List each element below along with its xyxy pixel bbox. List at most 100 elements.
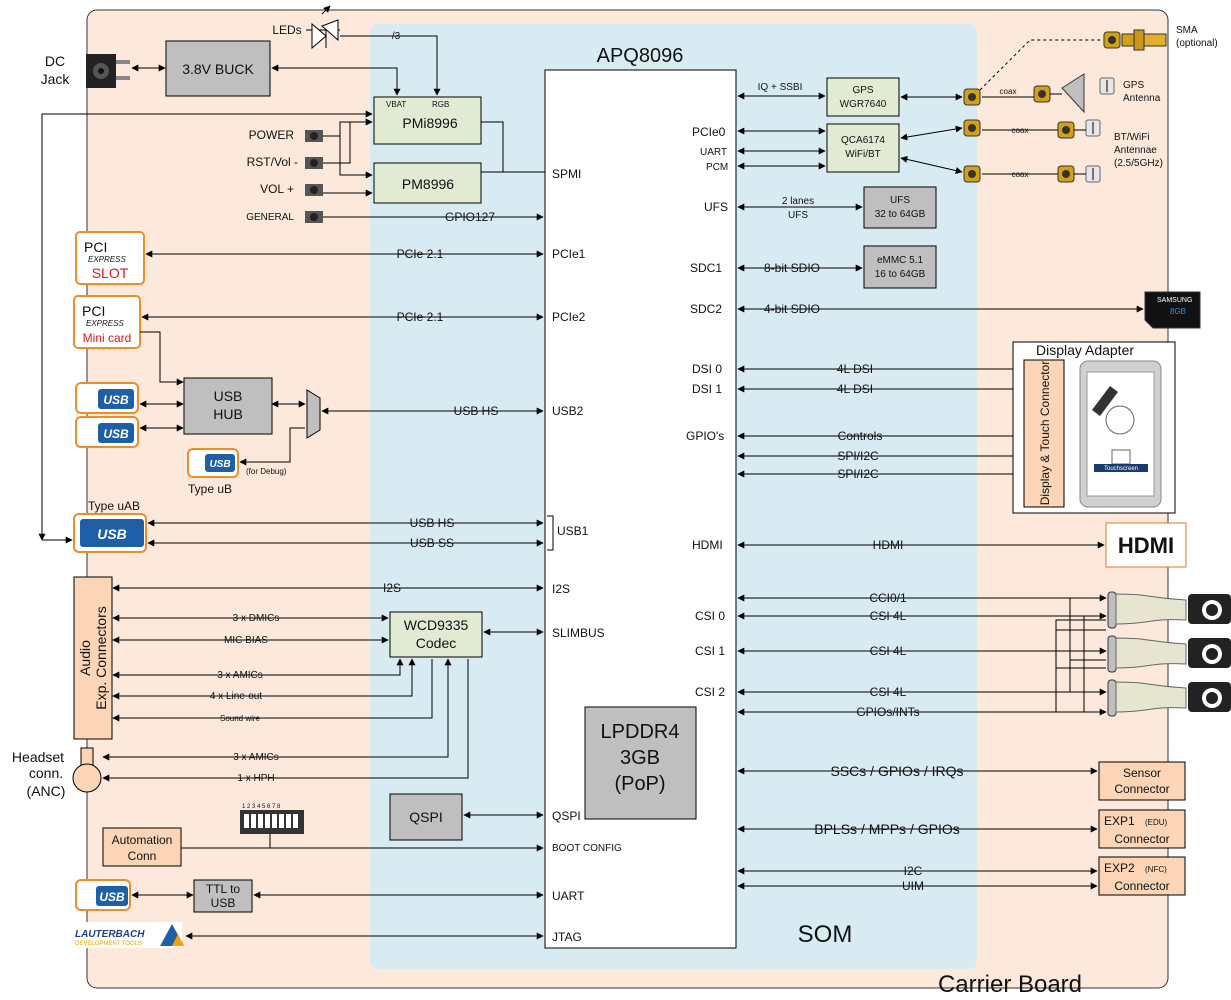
ufs-box [864,187,936,228]
wifi-coax-label-2: coax [1012,170,1029,179]
pcie-minicard-logo: PCI EXPRESS Mini card [74,296,140,348]
gps-coax-connector-2-icon [1034,86,1050,102]
button-power-label: POWER [249,128,295,142]
dip-switch-icon [240,810,304,834]
csi2-port: CSI 2 [695,685,725,699]
cci-label: CCI0/1 [869,591,907,605]
automation-label-2: Conn [128,849,157,863]
svg-text:EXPRESS: EXPRESS [86,319,124,328]
svg-text:SLOT: SLOT [92,265,129,281]
ufs-bus-label-2: UFS [788,210,808,221]
gps-label-1: GPS [852,85,873,96]
spmi-port: SPMI [552,167,581,181]
slimbus-port: SLIMBUS [552,626,605,640]
phone-touchscreen-icon: Touchscreen [1080,361,1161,507]
leds-label: LEDs [272,23,301,37]
dsi1-port: DSI 1 [692,382,722,396]
svg-text:USB: USB [99,890,125,904]
camera-ribbon-connectors [1108,592,1186,716]
dip-numbers: 1 2 3 4 5 6 7 8 [242,804,281,810]
type-ub-label: Type uB [188,482,232,496]
spi-i2c-label-1: SPI/I2C [837,449,879,463]
bt-antenna-label-2: Antennae [1114,145,1157,156]
hph-label: 1 x HPH [237,773,274,784]
pcie0-port: PCIe0 [692,125,726,139]
hdmi-port: HDMI [692,538,723,552]
wifi-label-1: QCA6174 [841,135,885,146]
svg-text:PCI: PCI [82,303,105,319]
apq8096-label: APQ8096 [597,45,684,67]
boot-config-port: BOOT CONFIG [552,843,622,854]
usb-hub-label-1: USB [214,388,243,404]
csi0-port: CSI 0 [695,609,725,623]
audio-connector-label-1: Audio [77,640,93,676]
audio-connector-label-2: Exp. Connectors [93,606,109,710]
bt-antenna-label-1: BT/WiFi [1114,132,1150,143]
ttl-usb-label-1: TTL to [206,882,241,896]
svg-text:USB: USB [103,427,129,441]
button-general-label: GENERAL [246,212,294,223]
exp1-label-1: EXP1 [1104,814,1135,828]
exp2-label-2: Connector [1114,879,1169,893]
button-rst-label: RST/Vol - [247,155,298,169]
button-vol-label: VOL + [260,182,294,196]
pcm-port: PCM [706,162,728,173]
sensor-label-1: Sensor [1123,766,1161,780]
headset-label-3: (ANC) [27,783,66,799]
sdc1-port: SDC1 [690,261,722,275]
gps-label-2: WGR7640 [840,99,887,110]
automation-label-1: Automation [112,833,173,847]
gpios-ints-label: GPIOs/INTs [856,705,919,719]
pmi8996-label: PMi8996 [402,115,457,131]
gps-antenna-icon [1100,78,1114,94]
codec-label-2: Codec [416,635,456,651]
usb-uart-logo: USB [76,880,130,910]
headset-label-2: conn. [29,765,63,781]
svg-text:USB: USB [103,393,129,407]
svg-text:8GB: 8GB [1170,307,1186,316]
pmi-rgb: RGB [432,100,449,109]
usb1-ss-label: USB SS [410,536,454,550]
i2s-bus-label: I2S [383,581,401,595]
uart-wifi-port: UART [700,147,727,158]
lpddr4-label-1: LPDDR4 [601,721,680,743]
hdmi-logo: HDMI [1106,523,1186,567]
qspi-box-label: QSPI [409,809,442,825]
camera-icon-1 [1188,594,1231,624]
csi0-bus-label: CSI 4L [870,609,907,623]
sma-label-2: (optional) [1176,38,1218,49]
iq-ssbi-label: IQ + SSBI [758,82,803,93]
uart-port: UART [552,889,585,903]
amics-a-label: 3 x AMICs [217,670,263,681]
line-out-label: 4 x Line-out [210,691,262,702]
led-bus-label: /3 [392,31,401,42]
dsi0-port: DSI 0 [692,362,722,376]
lpddr4-label-3: (PoP) [614,773,665,795]
hdmi-bus-label: HDMI [873,538,904,552]
usb-uab-logo: USB [74,514,146,552]
svg-text:Mini card: Mini card [83,331,132,345]
gps-antenna-label-1: GPS [1123,80,1144,91]
dc-jack-label-1: DC [45,53,65,69]
svg-text:USB: USB [209,459,230,470]
i2c-bus-label: I2C [904,864,923,878]
svg-text:EXPRESS: EXPRESS [88,255,126,264]
emmc-label-2: 16 to 64GB [875,269,926,280]
ufs-bus-label-1: 2 lanes [782,196,814,207]
exp1-label-sub: (EDU) [1145,818,1168,827]
pmi-vbat: VBAT [386,100,406,109]
csi1-port: CSI 1 [695,644,725,658]
camera-icon-3 [1188,682,1231,712]
type-uab-label: Type uAB [88,499,140,513]
qspi-port: QSPI [552,809,581,823]
sound-wire-label: Sound wire [220,714,261,723]
dsi0-bus-label: 4L DSI [837,362,873,376]
lpddr4-label-2: 3GB [620,747,660,769]
pcie-slot-logo: PCI EXPRESS SLOT [76,232,144,284]
bpls-bus-label: BPLSs / MPPs / GPIOs [814,821,959,837]
spi-i2c-label-2: SPI/I2C [837,467,879,481]
csi1-bus-label: CSI 4L [870,644,907,658]
exp2-label-1: EXP2 [1104,861,1135,875]
usb-logo-2: USB [76,417,138,447]
svg-text:USB: USB [97,526,127,542]
